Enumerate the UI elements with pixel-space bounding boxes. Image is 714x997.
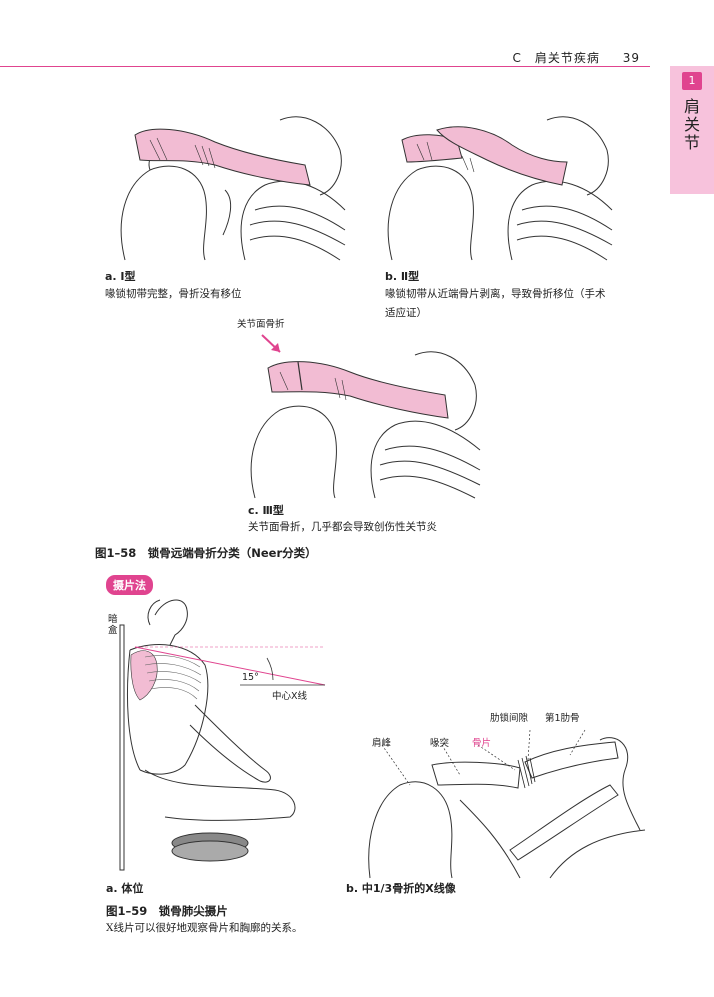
running-header: C 肩关节疾病 39 (513, 49, 641, 66)
fig58-b-text-1: 喙锁韧带从近端骨片剥离，导致骨折移位（手术 (385, 288, 606, 300)
page-number: 39 (622, 51, 640, 65)
illustration-type-1 (120, 116, 346, 261)
illustration-type-3 (250, 334, 481, 499)
fig58-b-text-2: 适应证） (385, 307, 427, 319)
cassette-label: 暗盒 (108, 614, 118, 636)
fig59-note: X线片可以很好地观察骨片和胸廓的关系。 (106, 922, 303, 934)
illustration-xray-midshaft-fracture (368, 729, 646, 879)
fig59-title: 图1–59 锁骨肺尖摄片 (106, 904, 228, 918)
technique-badge: 摄片法 (106, 575, 153, 595)
xray-label-coracoid: 喙突 (430, 738, 450, 749)
xray-label-acromion: 肩峰 (372, 738, 392, 749)
fig58-c-callout: 关节面骨折 (237, 319, 285, 330)
illustration-seated-position (119, 599, 326, 871)
fig58-b-label: b. Ⅱ型 (385, 270, 420, 283)
fig58-title: 图1–58 锁骨远端骨折分类（Neer分类） (95, 546, 317, 560)
fig58-a-label: a. Ⅰ型 (105, 270, 136, 283)
fig59-a-label: a. 体位 (106, 882, 144, 895)
header-section: C 肩关节疾病 (512, 51, 600, 65)
illustration-type-2 (387, 116, 613, 261)
central-beam-label: 中心X线 (272, 691, 308, 702)
xray-label-rib1: 第1肋骨 (545, 713, 580, 724)
xray-label-cc-gap: 肋锁间隙 (490, 713, 529, 724)
angle-label: 15° (242, 672, 259, 683)
fig58-a-text: 喙锁韧带完整，骨折没有移位 (105, 288, 242, 300)
xray-label-fragment: 骨片 (472, 738, 492, 749)
header-rule (0, 66, 650, 67)
fig59-b-label: b. 中1/3骨折的X线像 (346, 882, 456, 895)
fig58-c-text: 关节面骨折，几乎都会导致创伤性关节炎 (248, 521, 437, 533)
chapter-number: 1 (682, 72, 702, 90)
chapter-label: 肩关节 (683, 97, 700, 152)
fig58-c-label: c. Ⅲ型 (248, 504, 284, 517)
